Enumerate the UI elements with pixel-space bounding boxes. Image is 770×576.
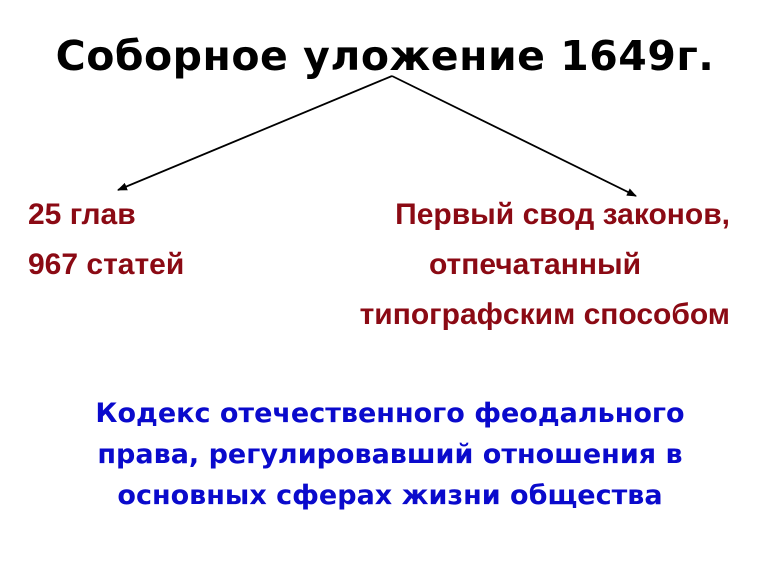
right-arrow-icon	[391, 75, 637, 197]
right-branch-line-1: Первый свод законов,	[395, 198, 730, 231]
left-branch: 25 глав 967 статей	[28, 196, 184, 296]
chapters-count: 25 глав	[28, 198, 136, 231]
articles-count: 967 статей	[28, 248, 185, 281]
slide-title: Соборное уложение 1649г.	[55, 32, 715, 80]
summary-line-3: основных сферах жизни общества	[117, 480, 663, 511]
right-branch-line-2: отпечатанный	[428, 248, 642, 281]
summary-line-1: Кодекс отечественного феодального	[95, 398, 685, 429]
summary-text: Кодекс отечественного феодального права,…	[40, 393, 740, 516]
left-arrow-icon	[117, 75, 393, 191]
summary-line-2: права, регулировавший отношения в	[97, 439, 683, 470]
right-branch: Первый свод законов, отпечатанный типогр…	[290, 196, 730, 346]
right-branch-line-3: типографским способом	[359, 298, 730, 331]
